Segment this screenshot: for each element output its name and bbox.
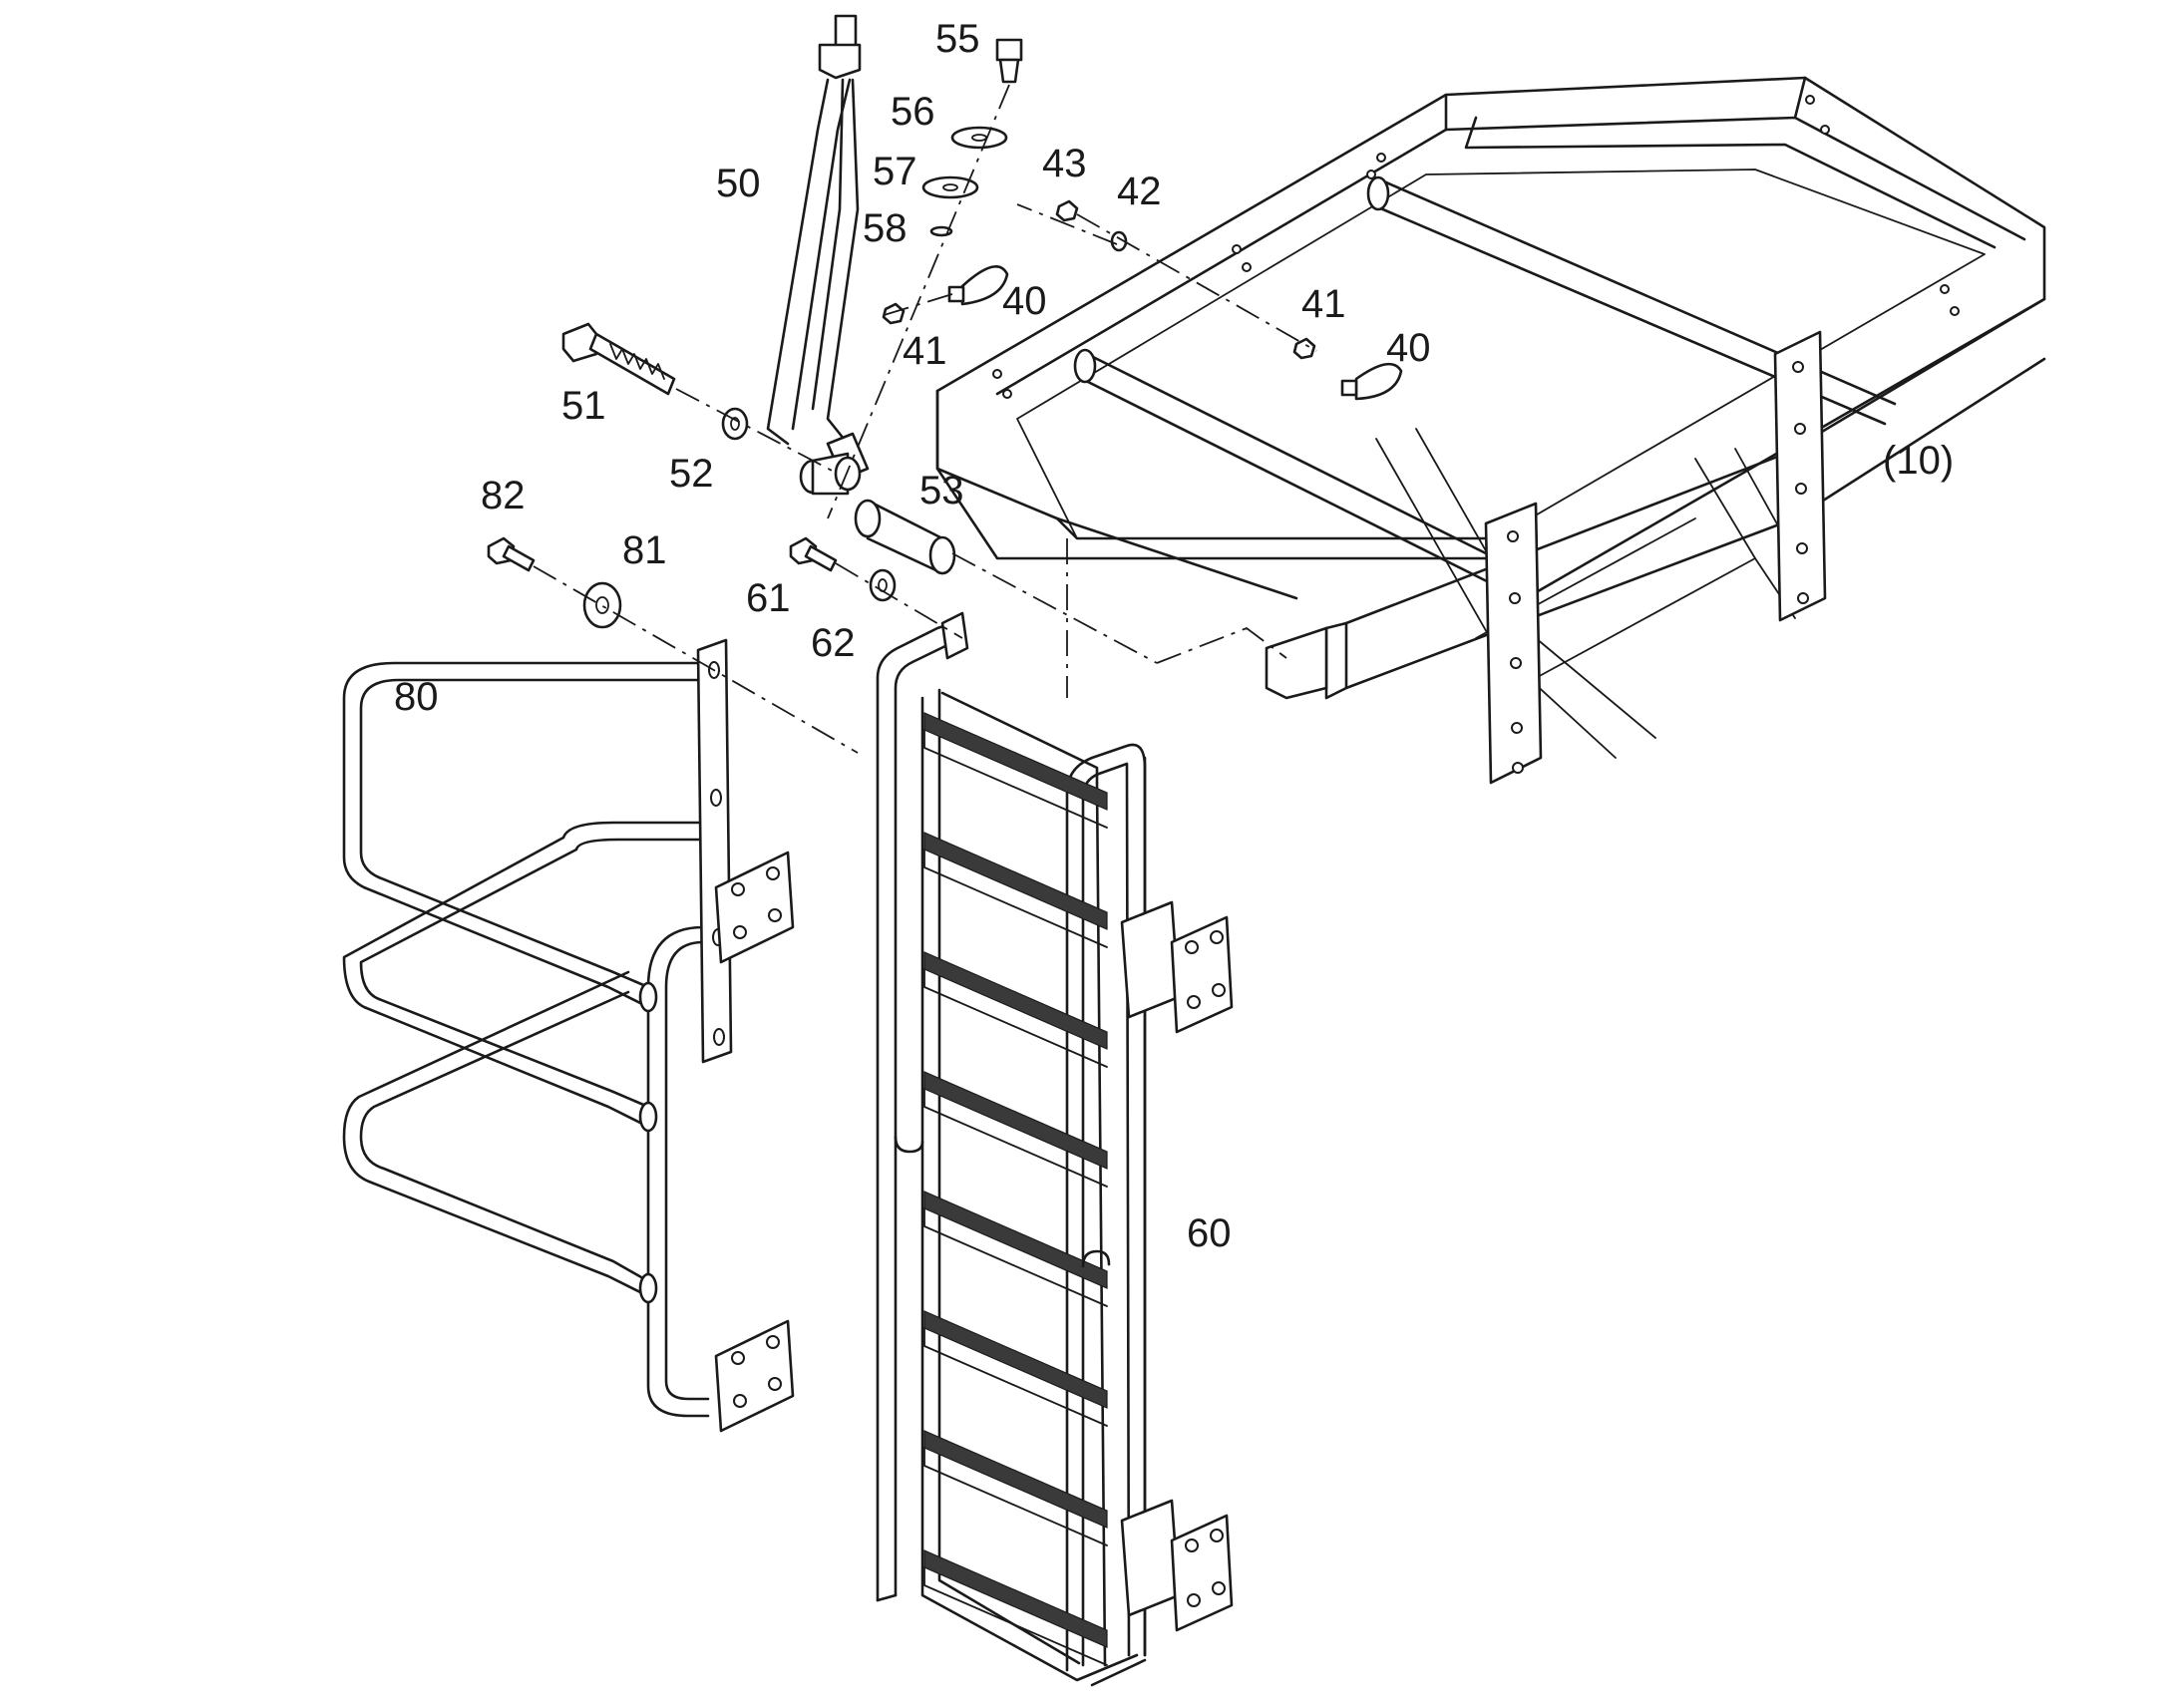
callout-82: 82 [481,474,526,517]
nut-41-left [882,302,906,325]
ladder-bracket-lower [1120,1499,1181,1617]
cage-bracket-lower [714,1319,795,1433]
platform-frame [935,76,2046,785]
screw-55 [995,38,1023,84]
callout-55: 55 [935,17,980,61]
callout-56: 56 [891,90,935,134]
callout-62: 62 [811,621,856,665]
callout-80: 80 [394,675,439,719]
bolt-61 [789,536,838,572]
bolt-82 [487,536,536,572]
spacer-53 [854,499,956,575]
callout-labels: 55 56 57 58 50 43 42 40 41 41 40 51 52 5… [394,17,1954,1255]
callout-57: 57 [873,150,917,193]
bumper-40-right [1340,362,1403,401]
washer-62 [869,568,897,602]
callout-40-left: 40 [1002,279,1047,323]
handrail-50 [766,14,870,496]
callout-60: 60 [1187,1211,1232,1255]
callout-50: 50 [716,162,761,205]
callout-10: (10) [1883,439,1954,483]
ladder-60 [876,611,1234,1687]
callout-53: 53 [919,469,964,512]
callout-41-left: 41 [903,329,947,373]
mounting-plate-rear [1773,330,1827,622]
bolt-51 [561,322,676,396]
washer-81 [582,581,622,629]
ladder-bracket-upper [1120,900,1181,1019]
callout-51: 51 [561,384,606,428]
washer-52 [721,407,749,441]
washer-56 [950,126,1008,150]
bumper-40-left [947,265,1009,306]
callout-58: 58 [863,206,908,250]
callout-42: 42 [1117,170,1162,213]
callout-81: 81 [622,528,667,572]
callout-40-right: 40 [1386,326,1431,370]
callout-61: 61 [746,576,791,620]
ladder-treads [923,712,1108,1666]
callout-41-right: 41 [1301,282,1346,326]
assembly-centerlines [533,84,1317,754]
safety-cage-80 [342,638,795,1433]
callout-52: 52 [669,452,714,496]
mounting-plate-front [1484,502,1543,785]
nut-43 [1055,199,1079,222]
callout-43: 43 [1042,142,1087,185]
nut-41-right [1292,337,1316,360]
